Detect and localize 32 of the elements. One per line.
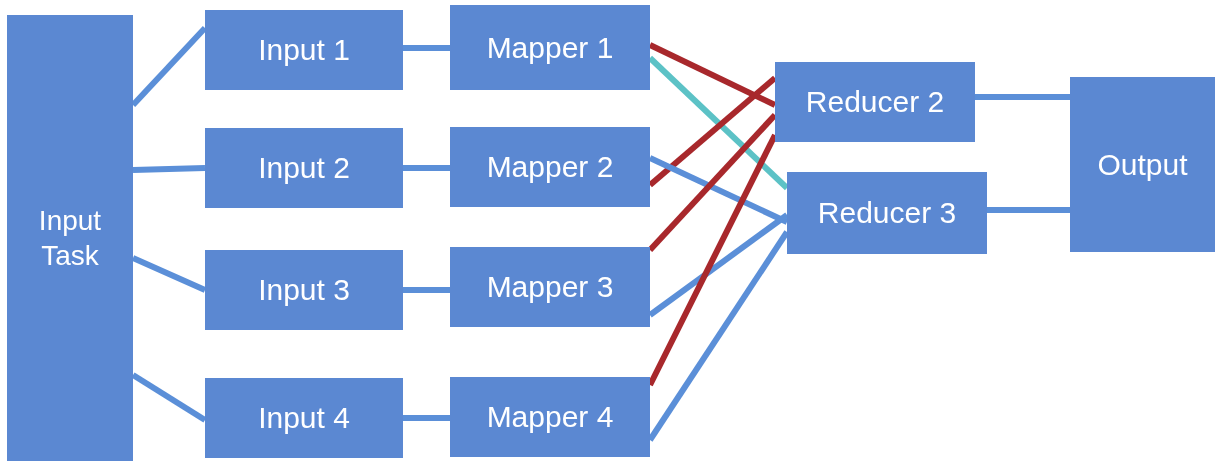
- box-label: Reducer 2: [805, 84, 945, 121]
- box-label: Mapper 3: [486, 269, 614, 306]
- box-label: Mapper 2: [486, 149, 614, 186]
- process-box: [450, 377, 650, 457]
- box-label: Mapper 1: [486, 29, 614, 66]
- box-label: Input Task: [37, 204, 103, 273]
- process-box: [7, 15, 133, 461]
- process-box: [450, 127, 650, 207]
- box-label: Input 3: [258, 272, 350, 309]
- connector-line: [403, 45, 450, 51]
- connector-line: [403, 415, 450, 421]
- box-label: Mapper 4: [486, 399, 614, 436]
- box-label: Input 1: [258, 32, 350, 69]
- process-box: [205, 128, 403, 208]
- process-box: [775, 62, 975, 142]
- connector-line: [987, 207, 1070, 213]
- process-box: [1070, 77, 1215, 252]
- process-box: [205, 378, 403, 458]
- box-label: Input 2: [258, 150, 350, 187]
- connector-line: [975, 94, 1070, 100]
- process-box: [450, 5, 650, 90]
- box-label: Reducer 3: [817, 195, 957, 232]
- connector-line: [132, 165, 206, 173]
- process-box: [205, 10, 403, 90]
- box-label: Output: [1097, 146, 1188, 183]
- connector-line: [403, 165, 450, 171]
- process-box: [450, 247, 650, 327]
- box-label: Input 4: [258, 400, 350, 437]
- process-box: [205, 250, 403, 330]
- process-box: [787, 172, 987, 254]
- connector-line: [647, 133, 778, 387]
- connector-line: [403, 287, 450, 293]
